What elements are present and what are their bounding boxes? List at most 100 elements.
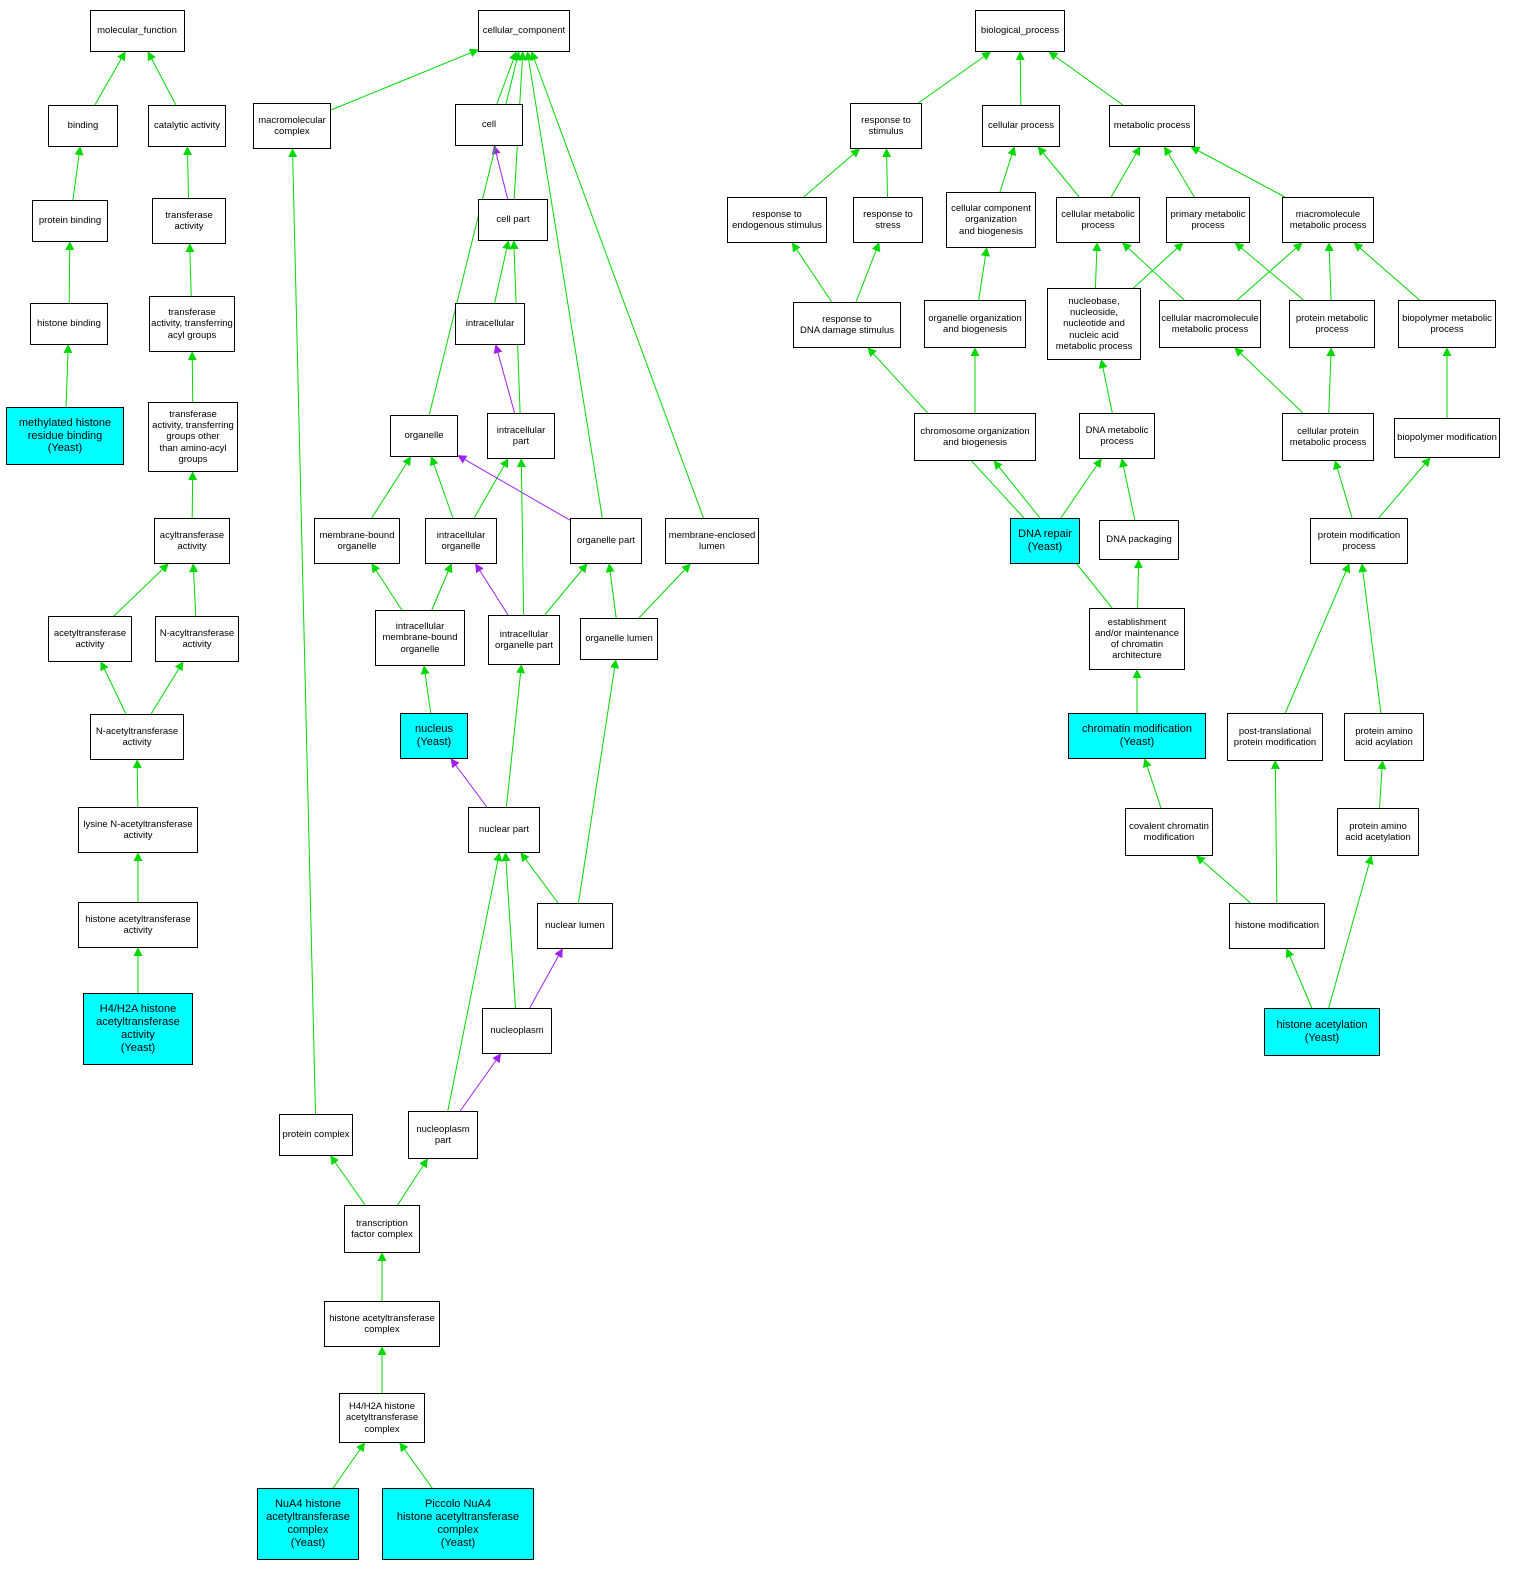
go-term-node-nuclear-part[interactable]: nuclear part (468, 807, 540, 853)
go-term-node-n-acetyltransferase-activity[interactable]: N-acetyltransferase activity (90, 714, 184, 760)
edge-n-acetyltransferase-activity-to-n-acyltransferase-activity (150, 661, 184, 715)
go-term-node-chromatin-modification[interactable]: chromatin modification (Yeast) (1068, 713, 1206, 759)
go-term-node-response-stress[interactable]: response to stress (853, 197, 923, 243)
edge-transcription-factor-complex-to-protein-complex (330, 1155, 366, 1206)
go-term-node-dna-repair[interactable]: DNA repair (Yeast) (1010, 518, 1080, 564)
go-term-node-cell-part[interactable]: cell part (478, 199, 548, 241)
go-term-node-membrane-bound-organelle[interactable]: membrane-bound organelle (314, 518, 400, 564)
go-term-node-cellular-component[interactable]: cellular_component (478, 10, 570, 52)
edge-binding-to-molecular-function (94, 51, 126, 106)
edge-nuclear-part-to-intracellular-organelle-part (505, 664, 526, 808)
edge-response-endogenous-to-response-to-stimulus (803, 148, 860, 198)
go-term-node-intracellular-part[interactable]: intracellular part (487, 413, 555, 459)
go-term-node-cell[interactable]: cell (455, 104, 523, 146)
go-term-node-macromolecular-complex[interactable]: macromolecular complex (253, 103, 331, 149)
go-term-node-molecular-function[interactable]: molecular_function (89, 10, 185, 52)
go-term-node-protein-metabolic[interactable]: protein metabolic process (1289, 300, 1375, 348)
edge-intracellular-organelle-to-intracellular-part (473, 458, 509, 519)
go-term-node-biopolymer-modification[interactable]: biopolymer modification (1394, 418, 1500, 458)
edge-organelle-part-to-cellular-component (524, 51, 603, 519)
go-term-node-protein-aa-acetylation[interactable]: protein amino acid acetylation (1337, 808, 1419, 856)
go-term-node-nucleoplasm-part[interactable]: nucleoplasm part (408, 1111, 478, 1159)
go-term-node-acyltransferase-activity[interactable]: acyltransferase activity (154, 518, 230, 564)
go-term-node-response-dna-damage[interactable]: response to DNA damage stimulus (793, 302, 901, 348)
go-term-node-transferase-activity[interactable]: transferase activity (152, 198, 226, 244)
go-term-node-post-translational-mod[interactable]: post-translational protein modification (1227, 713, 1323, 761)
go-term-node-biological-process[interactable]: biological_process (975, 10, 1065, 52)
edge-cellular-macromolecule-metabolic-to-cellular-metabolic (1122, 242, 1185, 301)
go-term-node-acetyltransferase-activity[interactable]: acetyltransferase activity (48, 616, 132, 662)
go-term-node-dna-metabolic[interactable]: DNA metabolic process (1079, 413, 1155, 459)
edge-organelle-org-biogenesis-to-cc-org-biogenesis (978, 247, 990, 301)
edge-nucleoplasm-part-to-nucleoplasm (459, 1053, 502, 1112)
go-term-node-nua4-complex[interactable]: NuA4 histone acetyltransferase complex (… (257, 1488, 359, 1560)
go-term-node-intracellular-mb-organelle[interactable]: intracellular membrane-bound organelle (375, 610, 465, 666)
go-term-node-histone-modification[interactable]: histone modification (1229, 903, 1325, 949)
go-term-node-cellular-macromolecule-metabolic[interactable]: cellular macromolecule metabolic process (1159, 300, 1261, 348)
edge-dna-metabolic-to-nucleobase-metabolic (1098, 359, 1113, 414)
edge-response-to-stimulus-to-biological-process (918, 51, 992, 104)
go-term-node-histone-acetyltransferase-activity[interactable]: histone acetyltransferase activity (78, 902, 198, 948)
go-term-node-response-to-stimulus[interactable]: response to stimulus (850, 103, 922, 149)
go-term-node-cc-org-biogenesis[interactable]: cellular component organization and biog… (946, 192, 1036, 248)
go-term-node-organelle-part[interactable]: organelle part (570, 518, 642, 564)
edge-biopolymer-metabolic-to-macromolecule-metabolic (1353, 242, 1420, 301)
go-term-node-catalytic-activity[interactable]: catalytic activity (148, 105, 226, 147)
go-term-node-intracellular-organelle-part[interactable]: intracellular organelle part (488, 615, 560, 665)
go-term-node-protein-modification-process[interactable]: protein modification process (1310, 518, 1408, 564)
go-term-node-macromolecule-metabolic[interactable]: macromolecule metabolic process (1282, 197, 1374, 243)
go-term-node-organelle[interactable]: organelle (390, 415, 458, 457)
go-term-node-nuclear-lumen[interactable]: nuclear lumen (537, 903, 613, 949)
go-term-node-organelle-org-biogenesis[interactable]: organelle organization and biogenesis (924, 300, 1026, 348)
go-term-node-metabolic-process[interactable]: metabolic process (1109, 105, 1195, 147)
go-term-node-nucleus[interactable]: nucleus (Yeast) (400, 713, 468, 759)
go-term-node-hat-complex[interactable]: histone acetyltransferase complex (324, 1301, 440, 1347)
go-term-node-h4-h2a-hat-complex[interactable]: H4/H2A histone acetyltransferase complex (339, 1393, 425, 1443)
go-term-node-transferase-other[interactable]: transferase activity, transferring group… (148, 402, 238, 472)
edge-cellular-metabolic-to-cellular-process (1037, 146, 1080, 198)
go-term-node-chromosome-org-biogenesis[interactable]: chromosome organization and biogenesis (914, 413, 1036, 461)
go-term-node-protein-complex[interactable]: protein complex (279, 1114, 353, 1156)
go-term-node-lysine-n-acetyltransferase-activity[interactable]: lysine N-acetyltransferase activity (78, 807, 198, 853)
go-term-node-transferase-acyl[interactable]: transferase activity, transferring acyl … (149, 296, 235, 352)
edge-chromatin-architecture-to-dna-packaging (1133, 559, 1143, 609)
edge-organelle-lumen-to-membrane-enclosed-lumen (638, 563, 691, 619)
go-term-node-piccolo-nua4-complex[interactable]: Piccolo NuA4 histone acetyltransferase c… (382, 1488, 534, 1560)
go-term-node-cellular-protein-metabolic[interactable]: cellular protein metabolic process (1282, 413, 1374, 461)
edge-intracellular-organelle-to-organelle (429, 456, 454, 519)
go-term-node-histone-binding[interactable]: histone binding (30, 303, 108, 345)
edge-nucleoplasm-to-nuclear-part (501, 852, 516, 1009)
go-term-node-organelle-lumen[interactable]: organelle lumen (580, 618, 658, 660)
edge-organelle-part-to-organelle (457, 455, 571, 521)
go-term-node-nucleobase-metabolic[interactable]: nucleobase, nucleoside, nucleotide and n… (1047, 288, 1141, 360)
go-term-node-intracellular-organelle[interactable]: intracellular organelle (425, 518, 497, 564)
edge-intracellular-mb-organelle-to-intracellular-organelle (431, 563, 453, 611)
go-term-node-protein-binding[interactable]: protein binding (32, 200, 108, 242)
edge-protein-modification-process-to-cellular-protein-metabolic (1333, 460, 1353, 519)
edge-dna-repair-to-dna-metabolic (1060, 458, 1102, 519)
go-term-node-dna-packaging[interactable]: DNA packaging (1099, 520, 1179, 560)
go-term-node-primary-metabolic[interactable]: primary metabolic process (1166, 197, 1250, 243)
go-term-node-membrane-enclosed-lumen[interactable]: membrane-enclosed lumen (665, 518, 759, 564)
go-term-node-cellular-metabolic[interactable]: cellular metabolic process (1056, 197, 1140, 243)
go-term-node-protein-aa-acylation[interactable]: protein amino acid acylation (1344, 713, 1424, 761)
go-term-node-nucleoplasm[interactable]: nucleoplasm (482, 1008, 552, 1054)
edge-response-dna-damage-to-response-stress (855, 242, 881, 303)
go-term-node-cellular-process[interactable]: cellular process (982, 105, 1060, 147)
go-term-node-methylated-histone-residue-binding[interactable]: methylated histone residue binding (Yeas… (6, 407, 124, 465)
edge-cellular-process-to-biological-process (1015, 51, 1025, 106)
go-term-node-transcription-factor-complex[interactable]: transcription factor complex (344, 1205, 420, 1253)
go-term-node-intracellular[interactable]: intracellular (455, 303, 525, 345)
go-term-node-covalent-chromatin-mod[interactable]: covalent chromatin modification (1125, 808, 1213, 856)
go-term-node-biopolymer-metabolic[interactable]: biopolymer metabolic process (1398, 300, 1496, 348)
edge-response-stress-to-response-to-stimulus (882, 148, 892, 198)
go-term-node-chromatin-architecture[interactable]: establishment and/or maintenance of chro… (1089, 608, 1185, 670)
edge-acyltransferase-activity-to-transferase-other (188, 471, 198, 519)
go-term-node-response-endogenous[interactable]: response to endogenous stimulus (727, 197, 827, 243)
go-term-node-h4-h2a-hat-activity[interactable]: H4/H2A histone acetyltransferase activit… (83, 993, 193, 1065)
go-term-node-n-acyltransferase-activity[interactable]: N-acyltransferase activity (155, 616, 239, 662)
go-term-node-histone-acetylation[interactable]: histone acetylation (Yeast) (1264, 1008, 1380, 1056)
go-term-node-binding[interactable]: binding (48, 105, 118, 147)
edge-covalent-chromatin-mod-to-chromatin-modification (1142, 758, 1162, 809)
